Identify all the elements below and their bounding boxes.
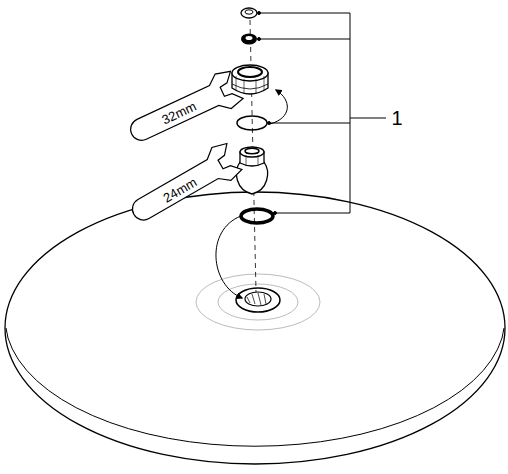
callout-number: 1 xyxy=(391,108,402,128)
callout-bracket xyxy=(258,12,387,215)
shower-plate xyxy=(5,192,505,464)
nut-32mm xyxy=(232,65,268,94)
washer xyxy=(241,8,257,18)
assembly-arrow xyxy=(270,90,287,124)
seal xyxy=(241,34,257,45)
wrench-icon xyxy=(124,140,243,231)
assembly-arrow xyxy=(216,216,242,298)
o-ring xyxy=(237,116,267,130)
o-ring-black xyxy=(241,209,273,223)
wrench-icon xyxy=(124,68,245,151)
